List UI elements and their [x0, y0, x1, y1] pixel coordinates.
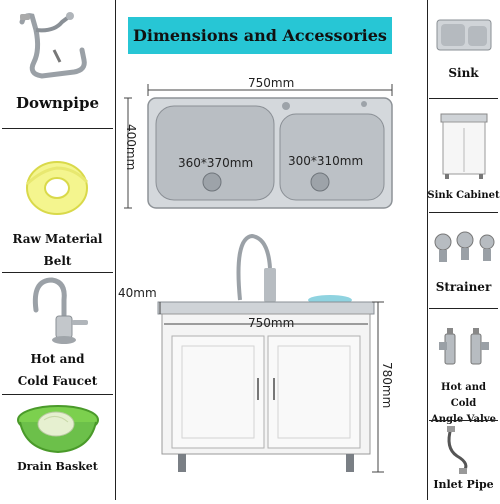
label-line: Angle Valve — [427, 412, 500, 428]
label-angle-valve: Hot and Cold Angle Valve — [427, 380, 500, 428]
label-drain-basket: Drain Basket — [17, 460, 98, 473]
cabinet-width-label: 750mm — [248, 316, 295, 330]
divider — [429, 98, 498, 99]
downpipe-image — [14, 10, 102, 85]
label-downpipe: Downpipe — [15, 94, 100, 112]
drain-basket-image — [14, 398, 102, 456]
angle-valve-image — [437, 326, 491, 370]
sink-top-view: 750mm 400mm 360*370mm 300*310mm — [120, 72, 422, 222]
page-title: Dimensions and Accessories — [128, 17, 392, 54]
inlet-pipe-image — [441, 424, 487, 474]
label-strainer: Strainer — [435, 280, 492, 294]
sink-depth-label: 400mm — [124, 124, 138, 171]
countertop-thickness-label: 40mm — [118, 286, 157, 300]
label-line: Hot and Cold — [441, 382, 486, 409]
label-raw-material-belt: Raw Material Belt — [0, 228, 115, 272]
raw-material-belt-image — [22, 150, 92, 220]
left-accessory-column: Downpipe Raw Material Belt Hot and Cold … — [0, 0, 115, 500]
divider — [2, 394, 113, 395]
label-sink-cabinet: Sink Cabinet — [427, 190, 500, 201]
divider — [429, 420, 498, 421]
label-faucet: Hot and Cold Faucet — [0, 348, 115, 392]
faucet-image — [22, 276, 97, 346]
divider — [2, 272, 113, 273]
sink-thumbnail-image — [435, 16, 493, 54]
strainer-image — [431, 228, 497, 266]
label-inlet-pipe: Inlet Pipe — [433, 478, 494, 491]
cabinet-height-label: 780mm — [380, 362, 394, 409]
label-line: Cold Faucet — [17, 374, 98, 388]
label-sink: Sink — [448, 66, 479, 80]
right-column-border — [427, 0, 428, 500]
left-bowl-label: 360*370mm — [178, 156, 254, 170]
sink-cabinet-view: 40mm 750mm 780mm — [118, 228, 422, 500]
sink-cabinet-thumbnail-image — [437, 108, 491, 180]
label-line: Raw Material — [12, 232, 103, 246]
divider — [429, 308, 498, 309]
left-column-border — [115, 0, 116, 500]
label-line: Belt — [43, 254, 72, 268]
right-accessory-column: Sink Sink Cabinet Strainer — [427, 0, 500, 500]
sink-width-label: 750mm — [248, 76, 295, 90]
divider — [2, 128, 113, 129]
label-line: Hot and — [30, 352, 85, 366]
divider — [429, 212, 498, 213]
right-bowl-label: 300*310mm — [288, 154, 364, 168]
